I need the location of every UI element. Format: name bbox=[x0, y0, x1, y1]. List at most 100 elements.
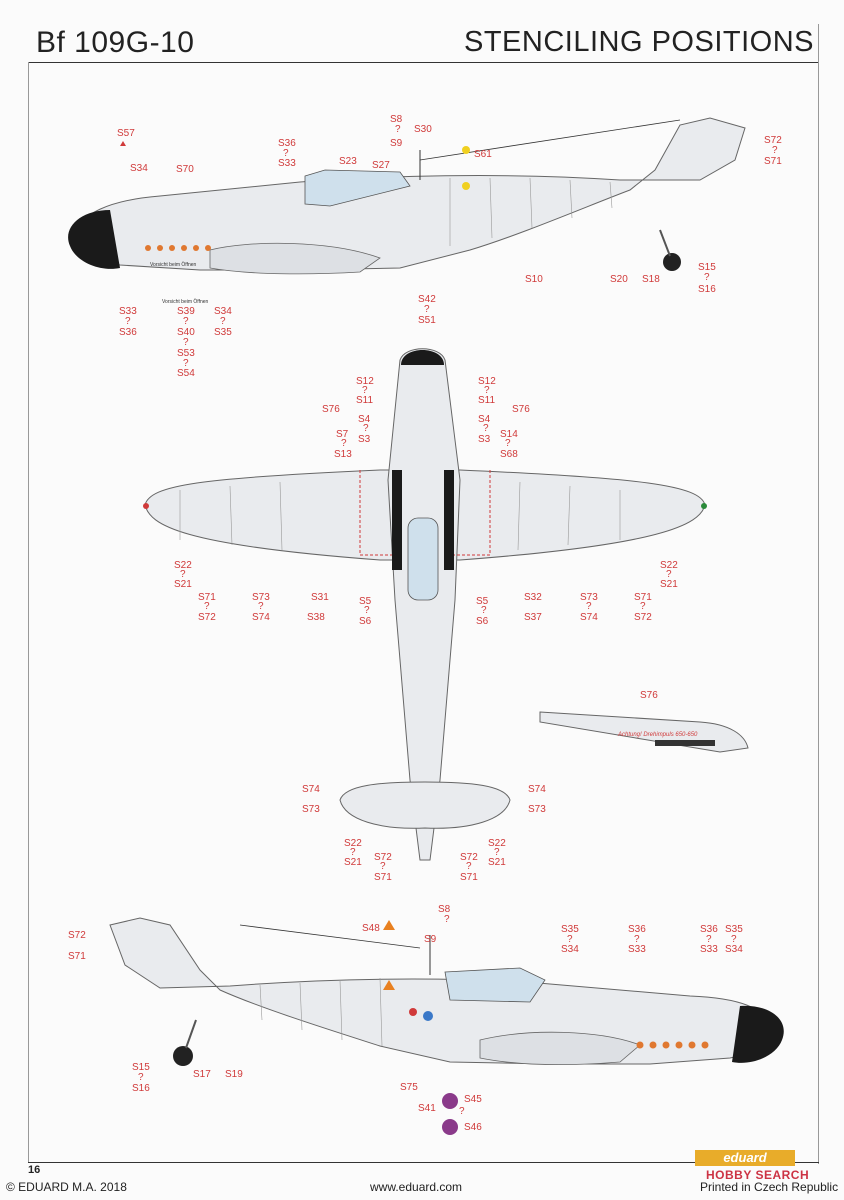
model-title: Bf 109G-10 bbox=[36, 26, 195, 59]
label-s4-left: S4 bbox=[358, 414, 371, 425]
svg-text:?: ? bbox=[772, 145, 778, 156]
tail-wheel-right bbox=[173, 1046, 193, 1066]
label-s36-a: S36 bbox=[628, 924, 646, 935]
label-s27: S27 bbox=[372, 160, 390, 171]
label-s71: S71 bbox=[764, 156, 782, 167]
page-header: Bf 109G-10 STENCILING POSITIONS bbox=[28, 24, 818, 63]
canopy bbox=[304, 169, 411, 207]
canopy-right bbox=[444, 967, 546, 1003]
label-s22-right: S22 bbox=[660, 560, 678, 571]
svg-text:?: ? bbox=[424, 304, 430, 315]
svg-text:?: ? bbox=[183, 358, 189, 369]
label-s53: S53 bbox=[177, 348, 195, 359]
label-s21-tail-left: S21 bbox=[344, 857, 362, 868]
label-s6-right: S6 bbox=[476, 616, 489, 627]
label-s20: S20 bbox=[610, 274, 628, 285]
label-s5-left: S5 bbox=[359, 596, 372, 607]
label-s39: S39 bbox=[177, 306, 195, 317]
svg-text:?: ? bbox=[220, 316, 226, 327]
tailplane bbox=[339, 781, 511, 829]
label-s10: S10 bbox=[525, 274, 543, 285]
label-s36-a: S36 bbox=[278, 138, 296, 149]
label-s34-a: S34 bbox=[561, 944, 579, 955]
svg-text:?: ? bbox=[704, 272, 710, 283]
svg-text:?: ? bbox=[484, 385, 490, 396]
label-s71-tail-right: S71 bbox=[460, 872, 478, 883]
footer-rule bbox=[28, 1162, 819, 1163]
label-s16: S16 bbox=[698, 284, 716, 295]
label-s73-tail-left: S73 bbox=[302, 804, 320, 815]
svg-text:?: ? bbox=[586, 601, 592, 612]
svg-text:?: ? bbox=[125, 316, 131, 327]
label-s34-b: S34 bbox=[725, 944, 743, 955]
label-s22-tail-left: S22 bbox=[344, 838, 362, 849]
label-s15-bottom: S15 bbox=[132, 1062, 150, 1073]
svg-text:?: ? bbox=[640, 601, 646, 612]
label-s45: S45 bbox=[464, 1094, 482, 1105]
svg-text:?: ? bbox=[350, 847, 356, 858]
label-s31: S31 bbox=[311, 592, 329, 603]
label-s33-b: S33 bbox=[700, 944, 718, 955]
svg-text:?: ? bbox=[567, 934, 573, 945]
label-s73-tail-right: S73 bbox=[528, 804, 546, 815]
label-s73-left: S73 bbox=[252, 592, 270, 603]
label-s4-right: S4 bbox=[478, 414, 491, 425]
label-s8-bottom: S8 bbox=[438, 904, 451, 915]
exhausts bbox=[145, 245, 211, 251]
label-s21-right: S21 bbox=[660, 579, 678, 590]
label-s68: S68 bbox=[500, 449, 518, 460]
label-s12-right: S12 bbox=[478, 376, 496, 387]
svg-text:?: ? bbox=[204, 601, 210, 612]
stencil-s76-detail: Achtung! Drehimpuls 650-650 bbox=[617, 732, 698, 738]
label-s71-tail-left: S71 bbox=[374, 872, 392, 883]
label-s42: S42 bbox=[418, 294, 436, 305]
label-s9-bottom: S9 bbox=[424, 934, 437, 945]
label-s33-a: S33 bbox=[628, 944, 646, 955]
svg-text:?: ? bbox=[364, 605, 370, 616]
label-s21-left: S21 bbox=[174, 579, 192, 590]
label-s73-right: S73 bbox=[580, 592, 598, 603]
wing-fairing-right bbox=[479, 1031, 641, 1066]
svg-text:?: ? bbox=[505, 438, 511, 449]
label-s36-b: S36 bbox=[700, 924, 718, 935]
svg-text:?: ? bbox=[362, 385, 368, 396]
svg-text:?: ? bbox=[395, 124, 401, 135]
section-title: STENCILING POSITIONS bbox=[464, 26, 814, 58]
label-s15: S15 bbox=[698, 262, 716, 273]
frame-left bbox=[28, 62, 29, 1162]
label-s38: S38 bbox=[307, 612, 325, 623]
label-s17: S17 bbox=[193, 1069, 211, 1080]
label-s35-a: S35 bbox=[561, 924, 579, 935]
label-s72-tail-left: S72 bbox=[374, 852, 392, 863]
svg-text:?: ? bbox=[466, 861, 472, 872]
svg-text:?: ? bbox=[706, 934, 712, 945]
label-s21-tail-right: S21 bbox=[488, 857, 506, 868]
label-s72-left: S72 bbox=[198, 612, 216, 623]
label-s3-left: S3 bbox=[358, 434, 371, 445]
label-s34-b: S34 bbox=[214, 306, 232, 317]
label-s35-b: S35 bbox=[725, 924, 743, 935]
label-s71-bottom: S71 bbox=[68, 951, 86, 962]
nose-plan bbox=[401, 350, 444, 365]
label-s11-left: S11 bbox=[356, 395, 373, 406]
label-s72-bottom: S72 bbox=[68, 930, 86, 941]
fuselage-right bbox=[109, 917, 771, 1065]
svg-text:?: ? bbox=[483, 423, 489, 434]
label-s40: S40 bbox=[177, 327, 195, 338]
label-s11-right: S11 bbox=[478, 395, 495, 406]
label-s32: S32 bbox=[524, 592, 542, 603]
label-s37: S37 bbox=[524, 612, 542, 623]
label-s36-b: S36 bbox=[119, 327, 137, 338]
label-s6-left: S6 bbox=[359, 616, 372, 627]
label-s51: S51 bbox=[418, 315, 436, 326]
svg-text:?: ? bbox=[341, 438, 347, 449]
label-s12-left: S12 bbox=[356, 376, 374, 387]
label-s23: S23 bbox=[339, 156, 357, 167]
nose-spinner-right bbox=[732, 1005, 784, 1063]
label-s54: S54 bbox=[177, 368, 195, 379]
label-s57: S57 bbox=[117, 128, 135, 139]
